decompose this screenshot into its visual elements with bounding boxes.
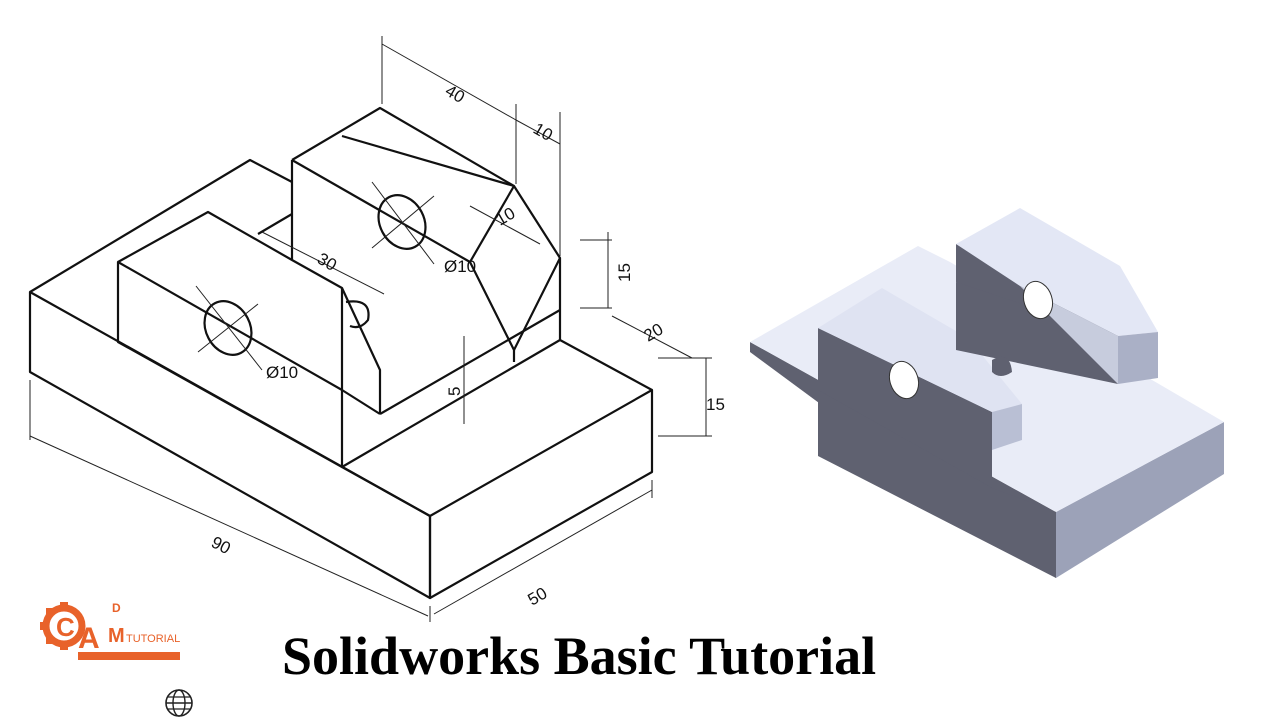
dim-40: 40 [442, 81, 468, 107]
dimension-lines [29, 36, 712, 622]
dim-50: 50 [525, 584, 551, 610]
dim-5: 5 [445, 387, 464, 396]
logo-letter-d: D [112, 601, 121, 615]
dim-15-lower: 15 [706, 395, 725, 414]
logo-word: TUTORIAL [126, 633, 180, 645]
left-upright [116, 210, 561, 469]
right-upright [257, 106, 562, 362]
logo-ruler [78, 652, 180, 660]
shaded-3d-model [750, 208, 1224, 578]
hole-right-diameter: Ø10 [444, 257, 476, 276]
logo-letter-a: A [78, 622, 100, 655]
cad-tutorial-logo: C A D M TUTORIAL [40, 601, 180, 660]
dim-10-top: 10 [530, 119, 556, 145]
gear-icon [40, 602, 86, 650]
dimension-labels: 40 10 10 30 Ø10 Ø10 15 20 5 15 90 50 [208, 81, 725, 609]
globe-icon [165, 689, 193, 717]
dim-10-chamfer: 10 [493, 204, 519, 230]
dim-15-upper: 15 [615, 263, 634, 282]
dim-20: 20 [641, 320, 667, 346]
logo-letter-m: M [108, 625, 125, 647]
hole-left-diameter: Ø10 [266, 363, 298, 382]
page-title: Solidworks Basic Tutorial [282, 626, 877, 686]
dim-90: 90 [208, 533, 233, 559]
dim-30: 30 [314, 249, 340, 275]
logo-letter-c: C [56, 612, 75, 642]
